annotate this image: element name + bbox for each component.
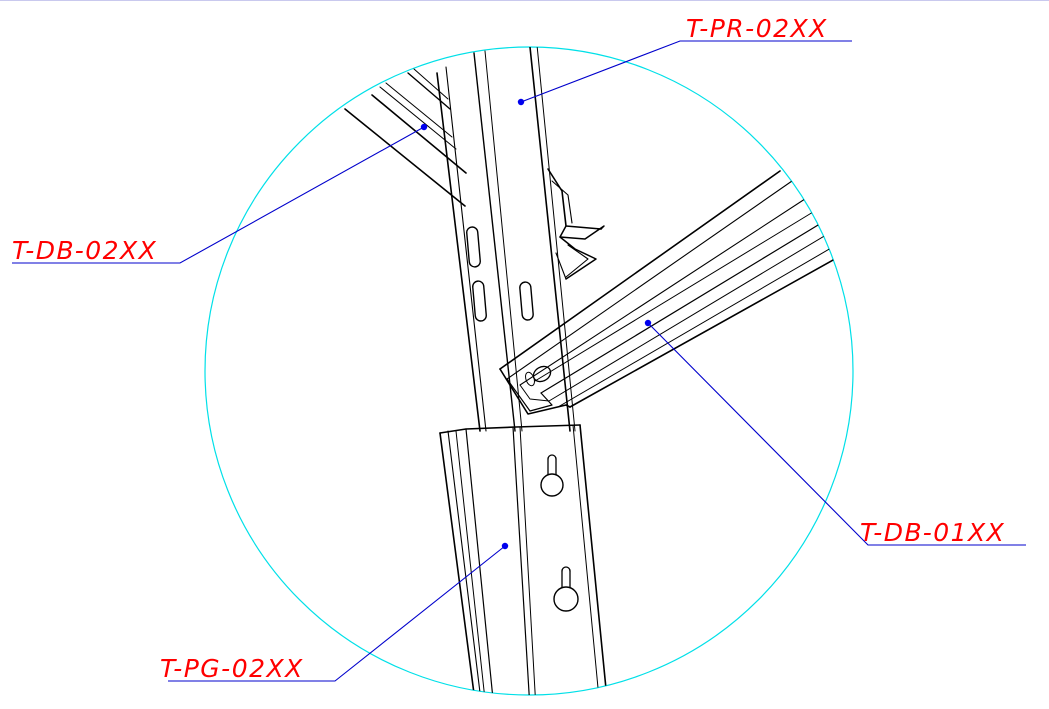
leader-db02 [12,126,425,264]
leader-dot-pg [501,542,509,550]
slot-1 [466,226,481,268]
keyhole-slot-lower [553,566,579,612]
keyhole-slot-upper [540,454,564,497]
lower-upright [439,424,609,695]
label-db01: T-DB-01XX [860,518,1005,547]
leader-lines [12,40,1026,682]
slot-2 [472,280,487,322]
leader-dots [420,98,652,550]
leader-db01 [647,322,1026,546]
part-geometry [344,47,853,695]
front-diagonal-brace [499,170,853,415]
leader-dot-pr [517,98,525,106]
back-channel-profile [547,168,605,280]
leader-dot-db02 [420,123,428,131]
label-pg: T-PG-02XX [160,654,304,683]
leader-pg [168,545,506,682]
label-pr: T-PR-02XX [686,14,828,43]
leader-pr [520,40,852,103]
leader-dot-db01 [644,319,652,327]
back-diagonal-brace [344,68,467,207]
detail-circle [204,46,854,696]
upper-upright [436,47,576,432]
slot-3 [519,281,534,321]
label-db02: T-DB-02XX [12,236,157,265]
